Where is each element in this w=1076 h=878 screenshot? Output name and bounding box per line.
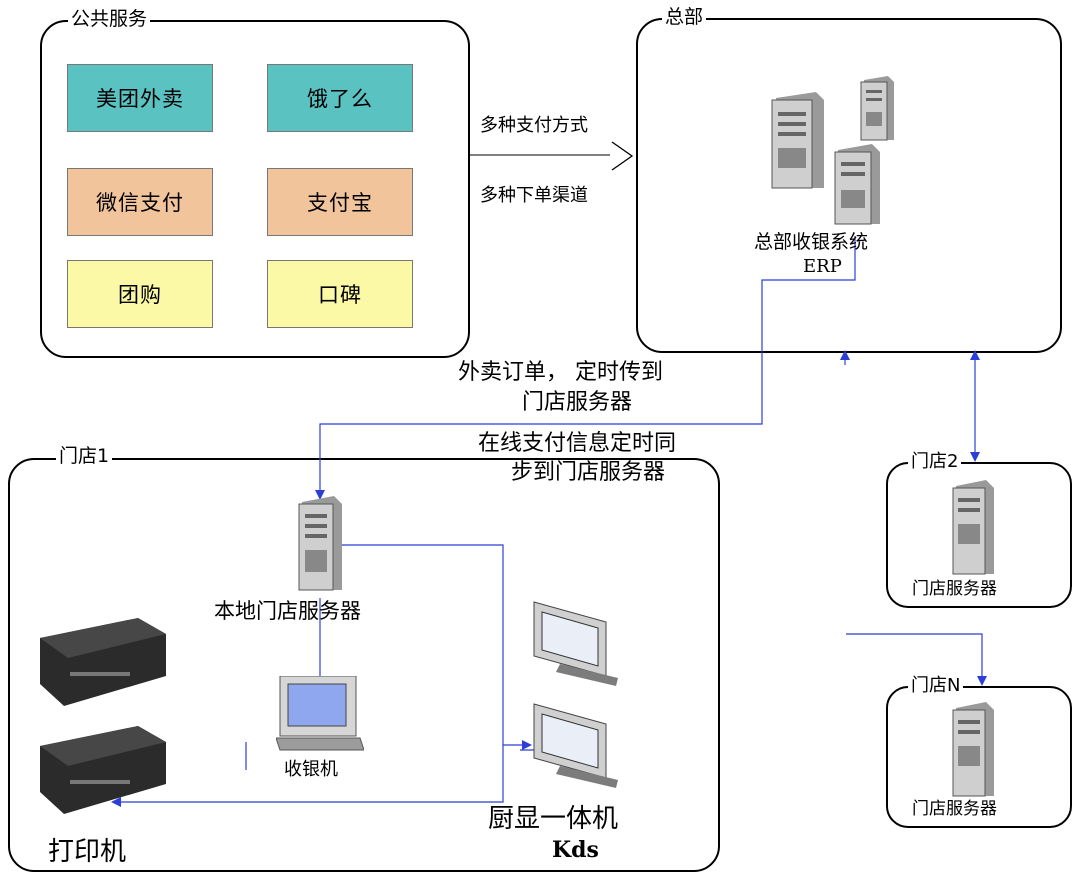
store2-title: 门店2 xyxy=(908,451,962,473)
sync-text-3: 在线支付信息定时同 xyxy=(478,431,677,456)
storeN-title: 门店N xyxy=(908,675,964,697)
printer-icon xyxy=(40,726,166,814)
monitor-icon xyxy=(533,601,618,686)
monitor-icon xyxy=(533,703,618,788)
hq-erp-label: ERP xyxy=(803,256,842,277)
printer-label: 打印机 xyxy=(48,837,127,867)
hq-system-label: 总部收银系统 xyxy=(754,231,869,253)
public-services-title: 公共服务 xyxy=(68,8,151,30)
payment-methods-label: 多种支付方式 xyxy=(480,115,588,136)
printer-icon xyxy=(40,618,166,706)
kds-sub-label: Kds xyxy=(552,837,599,863)
kds-label: 厨显一体机 xyxy=(488,804,619,834)
computer-icon xyxy=(276,676,364,751)
store1-title: 门店1 xyxy=(56,445,113,467)
sync-text-2: 门店服务器 xyxy=(522,390,633,415)
sync-text-4: 步到门店服务器 xyxy=(511,460,666,485)
server-icon xyxy=(952,480,994,575)
local-server-label: 本地门店服务器 xyxy=(214,599,361,623)
server-icon xyxy=(860,76,894,141)
server-icon xyxy=(298,496,342,591)
service-group-buy: 团购 xyxy=(67,260,213,328)
service-meituan: 美团外卖 xyxy=(67,64,213,132)
order-channels-label: 多种下单渠道 xyxy=(480,185,588,206)
hollow-arrow-icon xyxy=(470,141,634,171)
service-koubei: 口碑 xyxy=(267,260,413,328)
service-eleme: 饿了么 xyxy=(267,64,413,132)
pos-label: 收银机 xyxy=(284,759,338,780)
service-alipay: 支付宝 xyxy=(267,168,413,236)
server-icon xyxy=(771,92,824,189)
sync-text-1: 外卖订单， 定时传到 xyxy=(458,360,663,385)
headquarters-title: 总部 xyxy=(662,6,707,28)
service-wechat-pay: 微信支付 xyxy=(67,168,213,236)
server-icon xyxy=(834,144,880,225)
server-icon xyxy=(952,702,994,797)
store2-server-label: 门店服务器 xyxy=(912,579,997,599)
storeN-server-label: 门店服务器 xyxy=(912,799,997,819)
